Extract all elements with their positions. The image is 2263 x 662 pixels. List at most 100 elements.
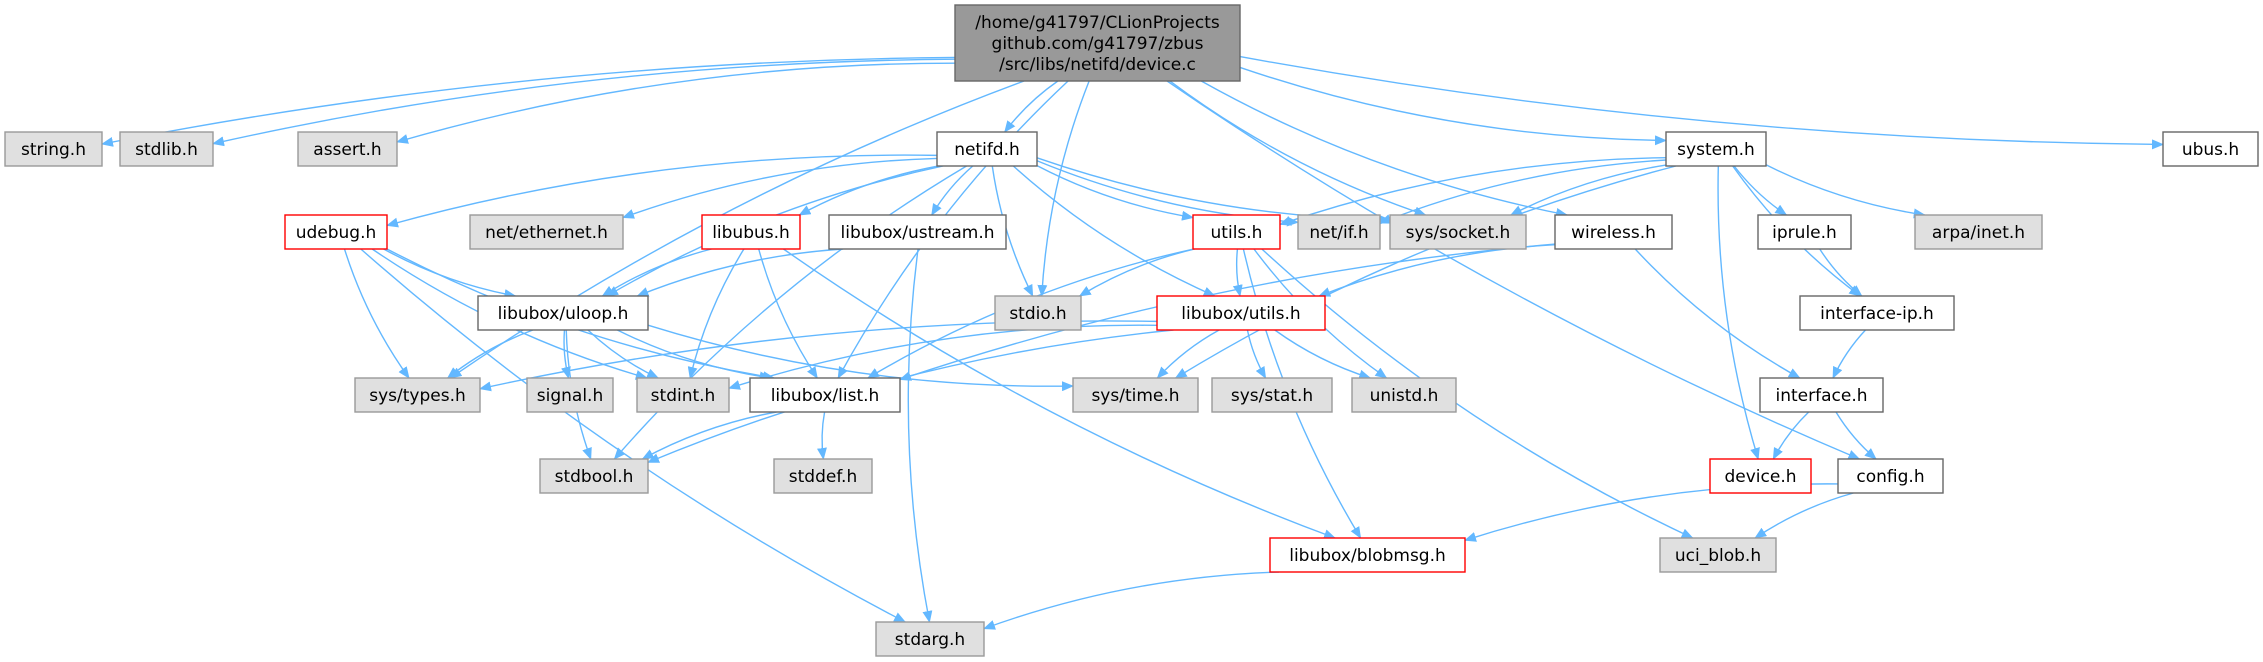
node-arpa-inet-h[interactable]: arpa/inet.h (1914, 214, 2043, 250)
node-box (284, 214, 388, 250)
node-ubus-h[interactable]: ubus.h (2162, 131, 2259, 167)
node-utils-h[interactable]: utils.h (1192, 214, 1281, 250)
node-stdarg-h[interactable]: stdarg.h (875, 621, 985, 657)
edge-libubox_utils_h-to-stdbool_h (647, 329, 1174, 464)
node-label: interface.h (1776, 386, 1868, 406)
edge-interface_h-to-device_h (1772, 411, 1810, 460)
edge-libubox_uloop_h-to-libubox_list_h (617, 329, 772, 382)
edge-udebug_h-to-libubox_uloop_h (383, 248, 517, 299)
node-label: uci_blob.h (1675, 546, 1761, 566)
node-libubus-h[interactable]: libubus.h (701, 214, 801, 250)
edge-root-to-sys_socket_h (1169, 80, 1427, 217)
edge-libubus_h-to-libubox_uloop_h (601, 248, 712, 297)
edge-root-to-wireless_h (1200, 80, 1569, 218)
node-label: interface-ip.h (1820, 304, 1934, 324)
node-label: libubox/blobmsg.h (1289, 546, 1446, 566)
node-interface-ip-h[interactable]: interface-ip.h (1799, 295, 1955, 331)
node-libubox-blobmsg-h[interactable]: libubox/blobmsg.h (1269, 537, 1466, 573)
node-string-h[interactable]: string.h (4, 131, 103, 167)
edge-libubox_list_h-to-stdbool_h (641, 411, 777, 460)
edge-system_h-to-iprule_h (1733, 165, 1788, 216)
edge-wireless_h-to-libubox_list_h (899, 243, 1556, 381)
edge-system_h-to-device_h (1717, 165, 1760, 460)
node-box (1837, 458, 1944, 494)
node-box (1914, 214, 2043, 250)
node-box (477, 295, 649, 331)
edge-libubus_h-to-libubox_blobmsg_h (783, 248, 1336, 539)
node-label: libubox/uloop.h (498, 304, 629, 324)
node-sys-time-h[interactable]: sys/time.h (1072, 377, 1199, 413)
node-box (749, 377, 901, 413)
node-box (828, 214, 1007, 250)
node-net-ethernet-h[interactable]: net/ethernet.h (469, 214, 624, 250)
node-interface-h[interactable]: interface.h (1759, 377, 1884, 413)
edge-libubox_uloop_h-to-sys_types_h (446, 329, 534, 379)
node-config-h[interactable]: config.h (1837, 458, 1944, 494)
node-box (119, 131, 214, 167)
node-wireless-h[interactable]: wireless.h (1554, 214, 1673, 250)
node-stdint-h[interactable]: stdint.h (636, 377, 730, 413)
node-root[interactable]: /home/g41797/CLionProjectsgithub.com/g41… (954, 4, 1241, 82)
edge-netifd_h-to-libubox_utils_h (1012, 165, 1216, 297)
edge-libubox_utils_h-to-unistd_h (1274, 329, 1372, 380)
node-label: libubox/ustream.h (841, 223, 995, 243)
node-sys-stat-h[interactable]: sys/stat.h (1211, 377, 1333, 413)
node-label: udebug.h (296, 223, 377, 243)
edges (101, 55, 2164, 630)
node-label: /home/g41797/CLionProjects (975, 13, 1220, 33)
edge-libubox_utils_h-to-stdint_h (728, 324, 1158, 390)
edge-netifd_h-to-net_ethernet_h (622, 157, 938, 219)
edge-config_h-to-uci_blob_h (1754, 492, 1854, 539)
node-label: /src/libs/netifd/device.c (999, 55, 1196, 75)
node-label: utils.h (1211, 223, 1263, 243)
nodes: /home/g41797/CLionProjectsgithub.com/g41… (4, 4, 2259, 657)
node-sys-socket-h[interactable]: sys/socket.h (1389, 214, 1527, 250)
node-box (1759, 377, 1884, 413)
node-system-h[interactable]: system.h (1665, 131, 1767, 167)
node-box (1389, 214, 1527, 250)
node-box (1351, 377, 1457, 413)
node-label: ubus.h (2182, 140, 2239, 160)
edge-libubox_utils_h-to-sys_time_h (1156, 329, 1220, 379)
edge-root-to-stdlib_h (212, 58, 956, 147)
node-libubox-ustream-h[interactable]: libubox/ustream.h (828, 214, 1007, 250)
edge-system_h-to-utils_h (1279, 156, 1667, 226)
edge-root-to-string_h (101, 56, 956, 147)
node-box (1709, 458, 1812, 494)
node-net-if-h[interactable]: net/if.h (1297, 214, 1381, 250)
node-stdio-h[interactable]: stdio.h (994, 295, 1082, 331)
node-unistd-h[interactable]: unistd.h (1351, 377, 1457, 413)
node-sys-types-h[interactable]: sys/types.h (354, 377, 481, 413)
node-netifd-h[interactable]: netifd.h (936, 131, 1038, 167)
node-stdlib-h[interactable]: stdlib.h (119, 131, 214, 167)
edge-interface_ip_h-to-interface_h (1832, 329, 1867, 379)
node-box (539, 458, 649, 494)
node-label: netifd.h (954, 140, 1020, 160)
node-label: sys/types.h (369, 386, 466, 406)
node-stddef-h[interactable]: stddef.h (773, 458, 873, 494)
node-box (1072, 377, 1199, 413)
node-box (1799, 295, 1955, 331)
edge-libubus_h-to-stdint_h (687, 248, 745, 379)
node-label: net/if.h (1309, 223, 1368, 243)
edge-system_h-to-arpa_inet_h (1765, 164, 1926, 219)
node-device-h[interactable]: device.h (1709, 458, 1812, 494)
node-libubox-list-h[interactable]: libubox/list.h (749, 377, 901, 413)
edge-wireless_h-to-libubox_utils_h (1318, 244, 1556, 297)
node-libubox-uloop-h[interactable]: libubox/uloop.h (477, 295, 649, 331)
edge-iprule_h-to-interface_ip_h (1819, 248, 1863, 297)
edge-udebug_h-to-sys_types_h (343, 248, 410, 379)
node-stdbool-h[interactable]: stdbool.h (539, 458, 649, 494)
node-assert-h[interactable]: assert.h (297, 131, 398, 167)
edge-root-to-netifd_h (1004, 80, 1059, 133)
edge-netifd_h-to-stdio_h (991, 165, 1034, 297)
node-udebug-h[interactable]: udebug.h (284, 214, 388, 250)
edge-system_h-to-sys_time_h (1174, 165, 1677, 379)
node-uci-blob-h[interactable]: uci_blob.h (1659, 537, 1777, 573)
node-libubox-utils-h[interactable]: libubox/utils.h (1156, 295, 1326, 331)
node-box (701, 214, 801, 250)
node-iprule-h[interactable]: iprule.h (1757, 214, 1852, 250)
node-signal-h[interactable]: signal.h (526, 377, 614, 413)
node-label: string.h (21, 140, 86, 160)
edge-libubox_uloop_h-to-signal_h (561, 329, 571, 379)
